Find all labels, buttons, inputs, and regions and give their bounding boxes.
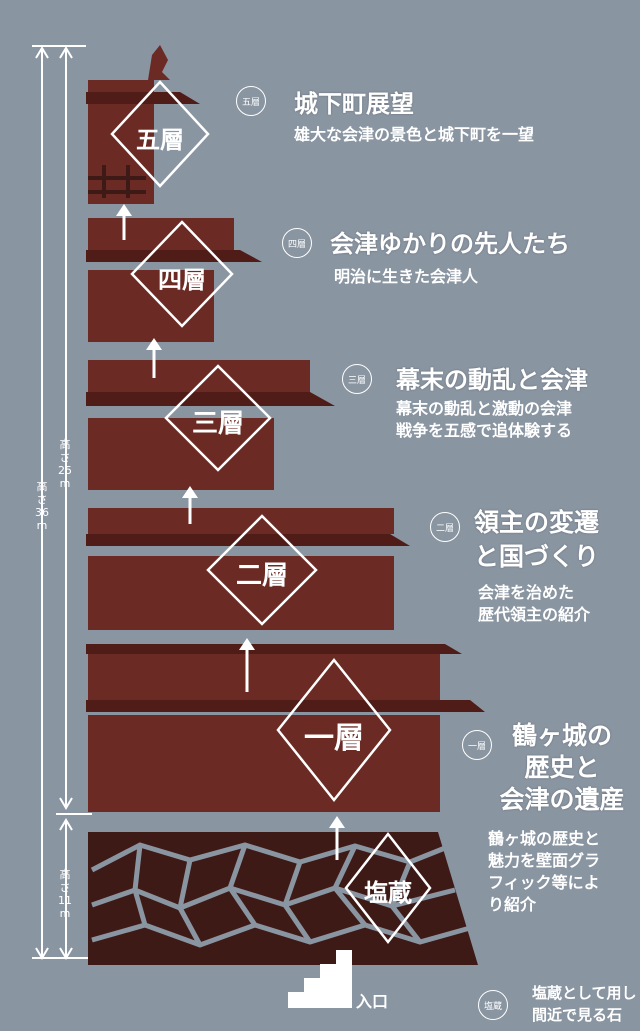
height-label-castle: 高さ25m (58, 438, 72, 490)
desc-line: 歴代領主の紹介 (478, 605, 591, 624)
arrowhead (59, 46, 73, 59)
title-line: 鶴ヶ城の (511, 721, 612, 750)
desc-line: 会津を治めた (478, 583, 575, 602)
diamond-base (344, 831, 432, 945)
desc-line: 雄大な会津の景色と城下町を一望 (294, 125, 535, 144)
desc-base: 塩蔵として用し 間近で見る石 (532, 982, 637, 1026)
floor-3-roof (86, 392, 335, 406)
title-floor-2: 領主の変遷 と国づくり (474, 506, 599, 574)
floor-2-body (88, 556, 394, 630)
desc-line: 幕末の動乱と激動の会津 (396, 399, 573, 418)
desc-floor-1: 鶴ヶ城の歴史と 魅力を壁面グラ フィック等によ り紹介 (488, 828, 600, 916)
desc-floor-2: 会津を治めた 歴代領主の紹介 (478, 582, 590, 626)
diamond-label-floor-3: 三層 (191, 409, 244, 439)
title-line: 領主の変遷 (474, 508, 600, 537)
desc-line: 塩蔵として用し (532, 984, 637, 1002)
floor-4-body (88, 270, 214, 342)
diamond-floor-1 (276, 657, 392, 803)
floor-1-upper-roof (86, 644, 462, 654)
desc-line: り紹介 (488, 895, 537, 914)
desc-floor-5: 雄大な会津の景色と城下町を一望 (294, 124, 534, 146)
title-line: 会津の遺産 (499, 785, 625, 814)
up-arrow (329, 816, 345, 860)
diamond-label-floor-4: 四層 (158, 265, 206, 294)
title-line: と国づくり (474, 542, 600, 571)
title-floor-4: 会津ゆかりの先人たち (330, 229, 570, 258)
stone-pattern (90, 842, 471, 948)
arrowhead (35, 46, 49, 59)
floor-2-eave (88, 508, 394, 534)
floor-1-body (88, 715, 440, 812)
up-arrow (146, 338, 162, 378)
diamond-floor-5 (110, 80, 210, 188)
badge-floor-5: 五層 (236, 86, 266, 116)
floor-3-body (88, 418, 274, 490)
title-floor-5: 城下町展望 (294, 89, 414, 118)
height-arrows (32, 45, 92, 960)
desc-line: 戦争を五感で追体験する (396, 421, 573, 440)
entrance-stairs-icon (288, 950, 352, 1008)
badge-floor-1: 一層 (462, 730, 492, 760)
up-arrow (182, 486, 198, 524)
diamond-label-base: 塩蔵 (364, 878, 412, 907)
arrowhead (35, 947, 49, 960)
diamond-label-floor-1: 一層 (304, 721, 364, 756)
floor-1-roof (86, 700, 485, 712)
shachihoko-ornament (148, 45, 170, 80)
arrowhead (59, 947, 73, 960)
diamond-floor-4 (130, 220, 234, 328)
badge-floor-3: 三層 (342, 364, 372, 394)
title-floor-3: 幕末の動乱と会津 (396, 365, 588, 394)
desc-floor-4: 明治に生きた会津人 (334, 266, 478, 288)
floor-2-roof (86, 534, 410, 546)
height-label-total: 高さ36m (35, 480, 49, 532)
balcony-railing (88, 165, 146, 198)
diamond-floor-2 (206, 514, 318, 626)
height-label-base: 高さ11m (58, 868, 72, 920)
floor-1-eave (88, 650, 440, 700)
floor-diamonds (110, 80, 432, 945)
title-line: 歴史と (524, 753, 600, 782)
up-arrow (116, 204, 132, 240)
arrowhead (59, 818, 73, 831)
entrance-label: 入口 (356, 992, 389, 1011)
up-arrow (239, 638, 255, 692)
up-arrows (116, 204, 345, 860)
badge-floor-2: 二層 (430, 512, 460, 542)
desc-floor-3: 幕末の動乱と激動の会津 戦争を五感で追体験する (396, 398, 572, 442)
floor-3-eave (88, 360, 310, 392)
desc-line: 魅力を壁面グラ (488, 851, 601, 870)
badge-floor-4: 四層 (282, 228, 312, 258)
diamond-floor-3 (164, 364, 272, 472)
desc-line: フィック等によ (488, 873, 600, 892)
diamond-label-floor-2: 二層 (235, 561, 288, 591)
arrowhead (59, 797, 73, 810)
diamond-label-floor-5: 五層 (136, 125, 184, 154)
desc-line: 明治に生きた会津人 (334, 267, 479, 286)
title-floor-1: 鶴ヶ城の 歴史と 会津の遺産 (492, 720, 632, 816)
badge-base: 塩蔵 (478, 990, 508, 1020)
desc-line: 間近で見る石 (532, 1006, 623, 1024)
desc-line: 鶴ヶ城の歴史と (488, 829, 601, 848)
